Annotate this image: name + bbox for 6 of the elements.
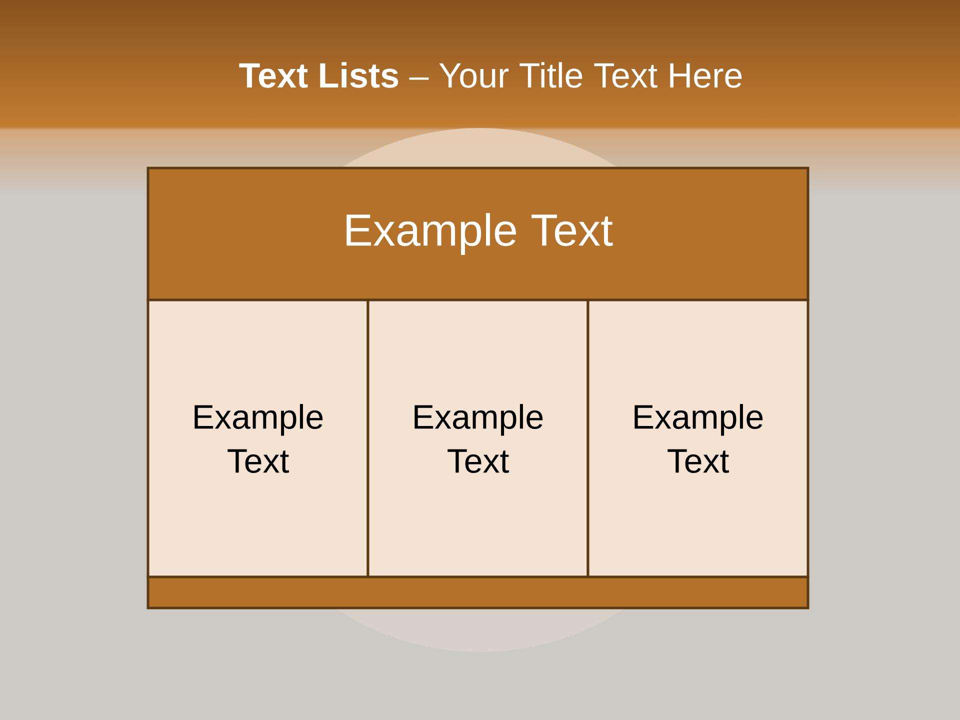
slide-title: Text Lists – Your Title Text Here [239, 62, 742, 88]
table-cell: Example Text [146, 298, 370, 578]
table-cell: Example Text [586, 298, 810, 578]
table-cell: Example Text [366, 298, 590, 578]
table-header: Example Text [146, 166, 810, 302]
table-footer-bar [146, 576, 810, 610]
